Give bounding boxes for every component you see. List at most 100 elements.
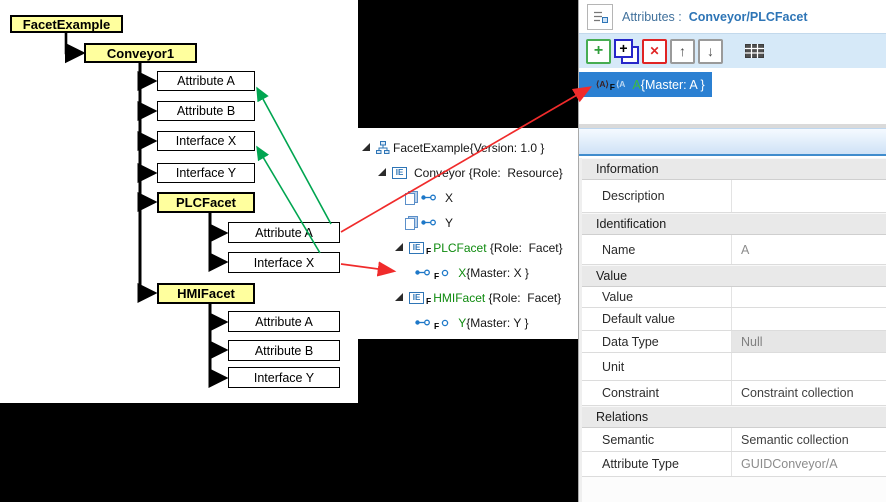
grid-row-value[interactable]: Value: [582, 287, 886, 308]
tree-item-label: X: [458, 265, 467, 280]
tree-item-label: PLCFacet: [433, 240, 487, 255]
diagram-box-label: PLCFacet: [176, 195, 236, 210]
grid-section-identification: Identification: [582, 213, 886, 235]
tree-item-y[interactable]: Y: [358, 210, 578, 235]
tree-item-label: FacetExample: [393, 140, 470, 155]
property-label: Constraint: [602, 386, 659, 400]
tree-item-suffix: {Master: Y }: [466, 315, 529, 330]
panel-divider: [579, 124, 886, 128]
property-value[interactable]: Semantic collection: [731, 428, 886, 451]
diagram-box-interface-y: Interface Y: [157, 163, 255, 183]
diagram-box-label: Interface Y: [175, 166, 237, 180]
tree-item-suffix: {Role: Facet}: [485, 290, 562, 305]
diagram-box-label: Conveyor1: [106, 45, 175, 61]
section-title: Information: [596, 162, 659, 176]
attribute-badge-icon: ⟨A⟩: [596, 79, 609, 89]
tree-item-hmifacet[interactable]: IE F HMIFacet {Role: Facet}: [358, 285, 578, 310]
tree-item-suffix: {Version: 1.0 }: [469, 140, 545, 155]
attributes-toolbar: + + ✕ ↑ ↓: [579, 33, 886, 68]
interface-link-icon: [421, 194, 436, 201]
diagram-box-hmi-interface-y: Interface Y: [228, 367, 340, 388]
tree-item-plcfacet[interactable]: IE F PLCFacet {Role: Facet}: [358, 235, 578, 260]
grid-section-information: Information: [582, 158, 886, 180]
document-icon: [405, 190, 418, 205]
tree-item-x-master[interactable]: F X{Master: X }: [358, 260, 578, 285]
property-value[interactable]: Constraint collection: [731, 381, 886, 405]
facet-marker-icon: F: [426, 296, 432, 306]
diagram-box-plcfacet: PLCFacet: [157, 192, 255, 213]
expander-icon[interactable]: [378, 168, 387, 177]
duplicate-attribute-button[interactable]: +: [614, 38, 639, 64]
facet-marker-icon: F: [609, 82, 615, 92]
add-attribute-button[interactable]: +: [586, 38, 611, 64]
diagram-box-plc-interface-x: Interface X: [228, 252, 340, 273]
diagram-box-label: Interface X: [253, 255, 315, 270]
diagram-box-plc-attribute-a: Attribute A: [228, 222, 340, 243]
tree-item-suffix: {Role: Facet}: [486, 240, 563, 255]
interface-link-icon: [415, 269, 430, 276]
diagram-box-label: Interface X: [175, 134, 237, 148]
expander-icon[interactable]: [362, 143, 371, 152]
grid-row-semantic[interactable]: Semantic Semantic collection: [582, 428, 886, 452]
attribute-mirror-badge-icon: ⟨A: [615, 79, 626, 89]
property-value[interactable]: [731, 180, 886, 212]
internal-element-icon: IE: [409, 241, 424, 254]
tree-item-facetexample[interactable]: FacetExample{Version: 1.0 }: [358, 135, 578, 160]
grid-row-name[interactable]: Name A: [582, 235, 886, 265]
property-label: Default value: [602, 312, 675, 326]
property-label: Data Type: [602, 334, 659, 349]
property-value[interactable]: GUIDConveyor/A: [731, 452, 886, 476]
black-backdrop-left-bottom: [0, 403, 358, 502]
property-value[interactable]: A: [731, 235, 886, 264]
property-label: Semantic: [602, 432, 655, 447]
grid-row-data-type[interactable]: Data Type Null: [582, 331, 886, 353]
expander-icon[interactable]: [395, 243, 404, 252]
diagram-box-label: Attribute A: [255, 314, 313, 329]
panel-title: Attributes :: [622, 9, 682, 24]
tree-item-label: Conveyor: [414, 165, 466, 180]
table-view-button[interactable]: [742, 39, 767, 64]
diagram-box-hmifacet: HMIFacet: [157, 283, 255, 304]
grid-row-description[interactable]: Description: [582, 180, 886, 213]
grid-row-constraint[interactable]: Constraint Constraint collection: [582, 381, 886, 406]
property-value[interactable]: Null: [731, 331, 886, 352]
diagram-connector-lines: [64, 33, 229, 388]
tree-item-label: HMIFacet: [433, 290, 486, 305]
diagram-box-interface-x: Interface X: [157, 131, 255, 151]
tree-item-y-master[interactable]: F Y{Master: Y }: [358, 310, 578, 335]
property-value[interactable]: [731, 353, 886, 380]
duplicate-front-square: +: [614, 38, 633, 58]
diagram-box-label: Interface Y: [253, 370, 315, 385]
diagram-box-label: Attribute B: [176, 104, 236, 118]
move-up-button[interactable]: ↑: [670, 38, 695, 64]
selected-group-band: [579, 128, 886, 156]
black-backdrop-top: [358, 0, 578, 128]
tree-item-x[interactable]: X: [358, 185, 578, 210]
move-down-button[interactable]: ↓: [698, 38, 723, 64]
delete-attribute-button[interactable]: ✕: [642, 38, 667, 64]
grid-row-unit[interactable]: Unit: [582, 353, 886, 381]
expander-icon[interactable]: [395, 293, 404, 302]
diagram-box-attribute-b: Attribute B: [157, 101, 255, 121]
tree-item-label: Y: [445, 215, 454, 230]
interface-link-icon: [421, 219, 436, 226]
selected-attribute-row[interactable]: ⟨A⟩ F ⟨A A{Master: A }: [579, 72, 712, 97]
panel-title-target: Conveyor/PLCFacet: [688, 9, 808, 24]
tree-item-conveyor[interactable]: IE Conveyor {Role: Resource}: [358, 160, 578, 185]
attributes-icon: [587, 3, 613, 30]
section-title: Identification: [596, 217, 667, 231]
property-value[interactable]: [731, 308, 886, 330]
property-value[interactable]: [731, 287, 886, 307]
aml-tree-panel: FacetExample{Version: 1.0 } IE Conveyor …: [358, 128, 578, 339]
project-icon: [376, 141, 390, 154]
section-title: Relations: [596, 410, 649, 424]
interface-link-icon: [415, 319, 430, 326]
property-label: Unit: [602, 359, 625, 374]
grid-row-attribute-type[interactable]: Attribute Type GUIDConveyor/A: [582, 452, 886, 477]
attribute-name: A: [632, 77, 641, 92]
diagram-box-label: HMIFacet: [177, 286, 235, 301]
diagram-box-facetexample: FacetExample: [10, 15, 123, 33]
internal-element-icon: IE: [392, 166, 407, 179]
grid-row-default-value[interactable]: Default value: [582, 308, 886, 331]
